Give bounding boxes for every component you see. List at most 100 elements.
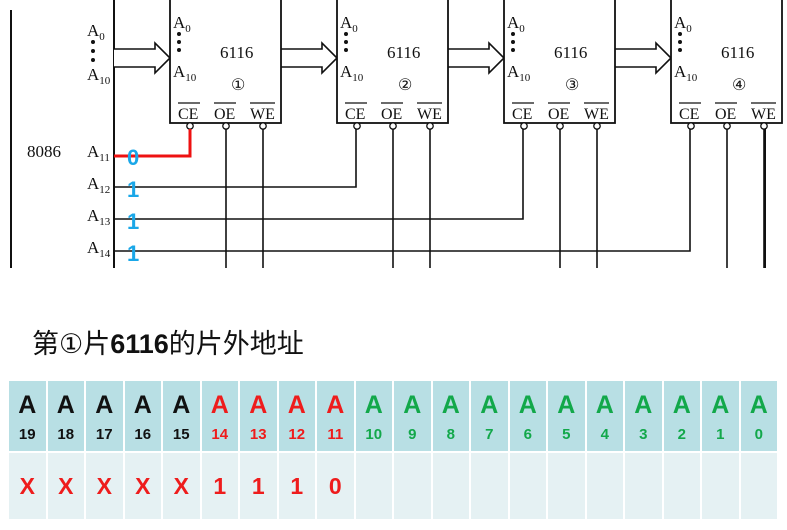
svg-text:A14: A14 — [87, 238, 111, 260]
bus-arrow-4 — [615, 41, 673, 75]
address-bit-value-a16: X — [124, 453, 161, 519]
bus-arrow-1 — [114, 41, 172, 75]
address-bit-number: 15 — [172, 426, 190, 443]
pin-bubble — [593, 122, 601, 130]
ellipsis-dot — [91, 58, 95, 62]
address-bit-value-a2 — [663, 453, 700, 519]
address-bit-value-a18: X — [47, 453, 84, 519]
address-letter: A — [326, 391, 345, 419]
address-letter: A — [18, 391, 37, 419]
pin-we: WE — [584, 106, 609, 123]
address-letter: A — [403, 391, 422, 419]
address-bit-number: 16 — [134, 426, 152, 443]
chip-index: ① — [231, 77, 245, 94]
svg-text:A10: A10 — [87, 65, 111, 87]
ellipsis-dot — [344, 40, 348, 44]
address-bit-number: 12 — [288, 426, 306, 443]
address-bit-number: 4 — [600, 426, 609, 443]
address-bit-value-a13: 1 — [240, 453, 277, 519]
address-bit-number: 1 — [716, 426, 725, 443]
ellipsis-dot — [511, 40, 515, 44]
pin-oe: OE — [381, 106, 402, 123]
pin-bubble — [760, 122, 768, 130]
address-bit-value-a19: X — [9, 453, 46, 519]
address-bit-number: 6 — [523, 426, 532, 443]
address-letter: A — [595, 391, 614, 419]
svg-text:A12: A12 — [87, 174, 110, 196]
svg-text:A11: A11 — [87, 142, 110, 164]
address-bit-number: 17 — [95, 426, 113, 443]
caption-chip: 6116 — [110, 329, 169, 359]
chip-addr-bottom: A10 — [340, 62, 364, 84]
address-bit-number: 3 — [639, 426, 648, 443]
pin-ce: CE — [512, 106, 532, 123]
caption-prefix: 第①片 — [32, 329, 111, 360]
cpu-address-range: A0 A10 — [87, 21, 111, 87]
pin-bubble — [186, 122, 194, 130]
chip-addr-top: A0 — [674, 13, 692, 35]
wire-a12-ce2 — [114, 129, 357, 188]
svg-text:A0: A0 — [87, 21, 105, 43]
address-letter: A — [518, 391, 537, 419]
address-bit-number: 7 — [485, 426, 494, 443]
address-letter: A — [210, 391, 229, 419]
chip-addr-bottom: A10 — [173, 62, 197, 84]
address-letter: A — [480, 391, 499, 419]
chip-name: 6116 — [387, 43, 420, 62]
wire-a11-ce1-highlight — [114, 129, 192, 158]
address-bit-number: 5 — [562, 426, 571, 443]
pin-bubble — [353, 122, 361, 130]
cpu-addr-bottom-sub: 10 — [99, 75, 111, 87]
wire-a14-ce4 — [114, 129, 691, 252]
chip-addr-top: A0 — [340, 13, 358, 35]
address-letter: A — [672, 391, 691, 419]
bit-value-a13: 1 — [127, 209, 139, 234]
address-letter: A — [634, 391, 653, 419]
ellipsis-dot — [344, 48, 348, 52]
chip-addr-top: A0 — [173, 13, 191, 35]
pin-ce: CE — [679, 106, 699, 123]
address-letter: A — [56, 391, 75, 419]
address-bit-value-a14: 1 — [201, 453, 238, 519]
pin-bubble — [520, 122, 528, 130]
address-letter: A — [749, 391, 768, 419]
chip-addr-bottom: A10 — [674, 62, 698, 84]
address-bit-value-a7 — [471, 453, 508, 519]
ellipsis-dot — [511, 48, 515, 52]
address-letter: A — [441, 391, 460, 419]
address-bit-value-a1 — [702, 453, 739, 519]
ellipsis-dot — [177, 48, 181, 52]
chip-name: 6116 — [554, 43, 587, 62]
bit-value-a14: 1 — [127, 241, 139, 266]
chip-name: 6116 — [721, 43, 754, 62]
bit-value-a12: 1 — [127, 177, 139, 202]
address-bit-number: 13 — [249, 426, 267, 443]
address-bit-value-a15: X — [163, 453, 200, 519]
cpu-addr-top-sub: 0 — [99, 31, 105, 43]
cpu-addr-bottom-base: A — [87, 65, 100, 84]
address-letter: A — [287, 391, 306, 419]
wire-a13-ce3 — [114, 129, 524, 220]
ellipsis-dot — [511, 32, 515, 36]
select-line-labels: A11 A12 A13 A14 — [87, 142, 111, 260]
pin-bubble — [222, 122, 230, 130]
address-bit-header-a12: A 12 — [278, 381, 315, 451]
address-bit-value-a5 — [548, 453, 585, 519]
pin-oe: OE — [214, 106, 235, 123]
ellipsis-dot — [678, 32, 682, 36]
address-bit-value-a4 — [586, 453, 623, 519]
